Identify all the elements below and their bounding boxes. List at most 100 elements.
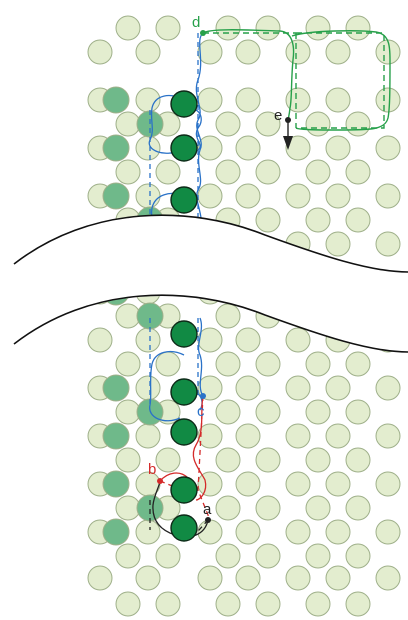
blue-loop-upper-1 [148, 94, 185, 154]
pale-atom [255, 543, 281, 569]
pale-atom [235, 375, 261, 401]
pale-atom [305, 399, 331, 425]
arrow-e-head [283, 136, 293, 150]
pale-atom [255, 495, 281, 521]
pale-atom [215, 495, 241, 521]
blue-hop-path-lower [149, 317, 204, 422]
pale-atom [305, 351, 331, 377]
axis-break [13, 214, 408, 353]
pale-atom [345, 447, 371, 473]
pale-atom [155, 351, 181, 377]
pale-atom [285, 423, 311, 449]
pale-atom [345, 351, 371, 377]
blue-hop-path-upper [148, 32, 204, 233]
pale-atom [135, 183, 161, 209]
pale-atom [155, 15, 181, 41]
pale-atom [235, 39, 261, 65]
pale-atom [375, 231, 401, 257]
pale-atom [345, 207, 371, 233]
mid-green-atom [102, 182, 130, 210]
pale-atom [197, 471, 223, 497]
pale-atom [135, 39, 161, 65]
pale-atom [155, 159, 181, 185]
pale-atom [215, 591, 241, 617]
pale-atom [305, 207, 331, 233]
pale-atom [375, 183, 401, 209]
blue-dashed-upper [149, 33, 199, 232]
pale-atom [155, 591, 181, 617]
dark-green-atom [170, 134, 198, 162]
pale-atom [345, 15, 371, 41]
pale-atom [155, 447, 181, 473]
dark-green-atom [170, 90, 198, 118]
pale-atom [115, 399, 141, 425]
endpoint-dot-b [157, 478, 163, 484]
pale-atom [325, 183, 351, 209]
pale-atom [215, 399, 241, 425]
pale-atom [215, 447, 241, 473]
pale-atom [325, 39, 351, 65]
pale-atom [255, 207, 281, 233]
pale-atom [375, 375, 401, 401]
endpoint-dot-e [285, 117, 291, 123]
pale-atom [345, 591, 371, 617]
pale-atom [345, 495, 371, 521]
pale-atom [197, 87, 223, 113]
path-labels: d e c b a [148, 14, 282, 518]
red-solid-path [192, 395, 207, 501]
label-b: b [148, 461, 156, 478]
pale-atom [255, 111, 281, 137]
dark-green-atom [170, 320, 198, 348]
pale-atom [255, 447, 281, 473]
pale-atom [285, 327, 311, 353]
pale-atom [255, 15, 281, 41]
blue-dashed-lower [149, 318, 199, 405]
pale-atom [135, 519, 161, 545]
mid-green-atom [102, 422, 130, 450]
mid-green-atom [102, 86, 130, 114]
pale-atom [285, 183, 311, 209]
green-loop-solid [291, 30, 391, 131]
pale-atom [235, 471, 261, 497]
pale-atom [235, 565, 261, 591]
green-hop-path [202, 29, 391, 131]
break-mask [14, 215, 408, 352]
pale-atom [115, 591, 141, 617]
pale-atom [115, 303, 141, 329]
pale-atom [197, 39, 223, 65]
pale-atom [197, 327, 223, 353]
endpoint-dots [157, 30, 291, 523]
pale-atom [235, 423, 261, 449]
pale-atom [155, 543, 181, 569]
mid-green-atom [136, 302, 164, 330]
pale-atom [325, 87, 351, 113]
pale-atom [235, 327, 261, 353]
pale-atom [197, 423, 223, 449]
pale-atom [325, 375, 351, 401]
pale-atom [87, 39, 113, 65]
pale-atom [115, 495, 141, 521]
pale-atom [135, 327, 161, 353]
blue-solid-upper [195, 32, 204, 231]
pale-atom [285, 135, 311, 161]
pale-atom [325, 519, 351, 545]
pale-atom [135, 375, 161, 401]
pale-atom [115, 159, 141, 185]
pale-atom [255, 399, 281, 425]
mid-green-atom [102, 518, 130, 546]
pale-atom [215, 303, 241, 329]
pale-atom [215, 159, 241, 185]
pale-atom [197, 135, 223, 161]
pale-atom [115, 447, 141, 473]
label-c: c [197, 403, 205, 420]
pale-atom [285, 565, 311, 591]
dark-green-atom [170, 186, 198, 214]
pale-atom [305, 543, 331, 569]
pale-atom [115, 15, 141, 41]
mid-green-atom [102, 374, 130, 402]
pale-atom [197, 565, 223, 591]
pale-atom [375, 565, 401, 591]
pale-atom [285, 375, 311, 401]
pale-atom [135, 135, 161, 161]
